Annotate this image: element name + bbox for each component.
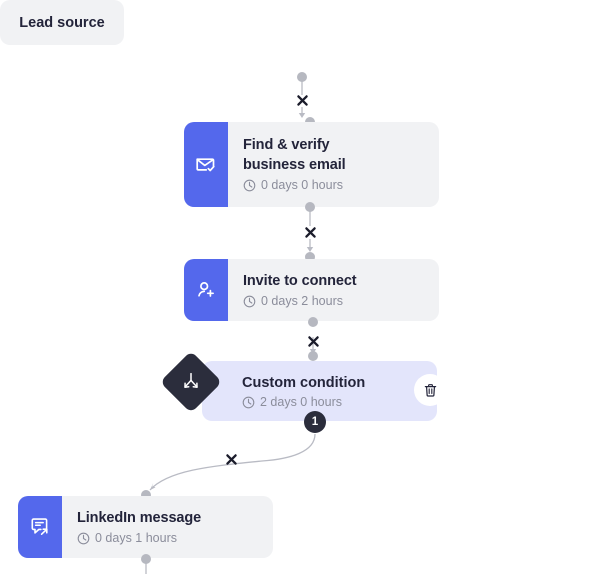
node-linkedin-message[interactable]: LinkedIn message 0 days 1 hours [18, 496, 273, 558]
node-custom-condition-icon-badge [159, 350, 223, 414]
remove-link-button-1[interactable] [294, 92, 310, 108]
node-delay-text: 2 days 0 hours [260, 395, 342, 409]
node-find-verify-business-email[interactable]: Find & verify business email 0 days 0 ho… [184, 122, 439, 207]
port-invite-to-connect-in[interactable] [305, 252, 315, 262]
node-body: LinkedIn message 0 days 1 hours [62, 496, 273, 558]
node-delay: 0 days 0 hours [243, 177, 425, 194]
node-delay-text: 0 days 0 hours [261, 178, 343, 192]
close-x-icon [304, 226, 316, 238]
clock-icon [243, 295, 256, 307]
node-icon-pane [184, 122, 228, 207]
node-delay: 0 days 1 hours [77, 530, 259, 547]
message-send-icon [31, 518, 48, 535]
clock-icon [77, 532, 90, 544]
node-title: Custom condition [242, 375, 366, 391]
user-plus-icon [198, 282, 214, 297]
close-x-icon [225, 453, 237, 465]
node-body: Invite to connect 0 days 2 hours [228, 259, 439, 321]
node-body: Custom condition 2 days 0 hours [202, 361, 437, 421]
port-invite-to-connect-out[interactable] [308, 317, 318, 327]
node-title: Lead source [19, 14, 105, 31]
close-x-icon [296, 94, 308, 106]
delete-step-button[interactable] [414, 374, 446, 406]
clock-icon [242, 396, 255, 408]
branch-count-badge[interactable]: 1 [304, 411, 326, 433]
port-linkedin-message-in[interactable] [141, 490, 151, 500]
node-delay-text: 0 days 2 hours [261, 293, 343, 308]
node-delay-text: 0 days 1 hours [95, 530, 177, 545]
node-icon-pane [18, 496, 62, 558]
node-delay: 2 days 0 hours [242, 395, 423, 409]
node-invite-to-connect[interactable]: Invite to connect 0 days 2 hours [184, 259, 439, 321]
node-icon-pane [184, 259, 228, 321]
remove-link-button-4[interactable] [223, 451, 239, 467]
node-title-line-1: Find & verify [243, 137, 330, 153]
port-linkedin-message-out[interactable] [141, 554, 151, 564]
node-title-line-2: business email [243, 157, 346, 173]
clock-icon [243, 179, 256, 192]
branch-split-icon-wrap [179, 370, 203, 394]
node-title: Invite to connect [243, 272, 357, 289]
trash-icon [424, 383, 436, 397]
node-title: Find & verify business email [243, 135, 425, 175]
envelope-check-icon [196, 157, 215, 171]
branch-split-icon [184, 372, 198, 388]
remove-link-button-2[interactable] [302, 224, 318, 240]
port-lead-source-out[interactable] [297, 72, 307, 82]
close-x-icon [307, 335, 319, 347]
node-lead-source[interactable]: Lead source [0, 0, 124, 45]
port-custom-condition-in[interactable] [308, 351, 318, 361]
node-delay: 0 days 2 hours [243, 293, 425, 310]
node-body: Find & verify business email 0 days 0 ho… [228, 122, 439, 207]
remove-link-button-3[interactable] [305, 333, 321, 349]
node-title: LinkedIn message [77, 509, 202, 526]
port-find-verify-email-out[interactable] [305, 202, 315, 212]
